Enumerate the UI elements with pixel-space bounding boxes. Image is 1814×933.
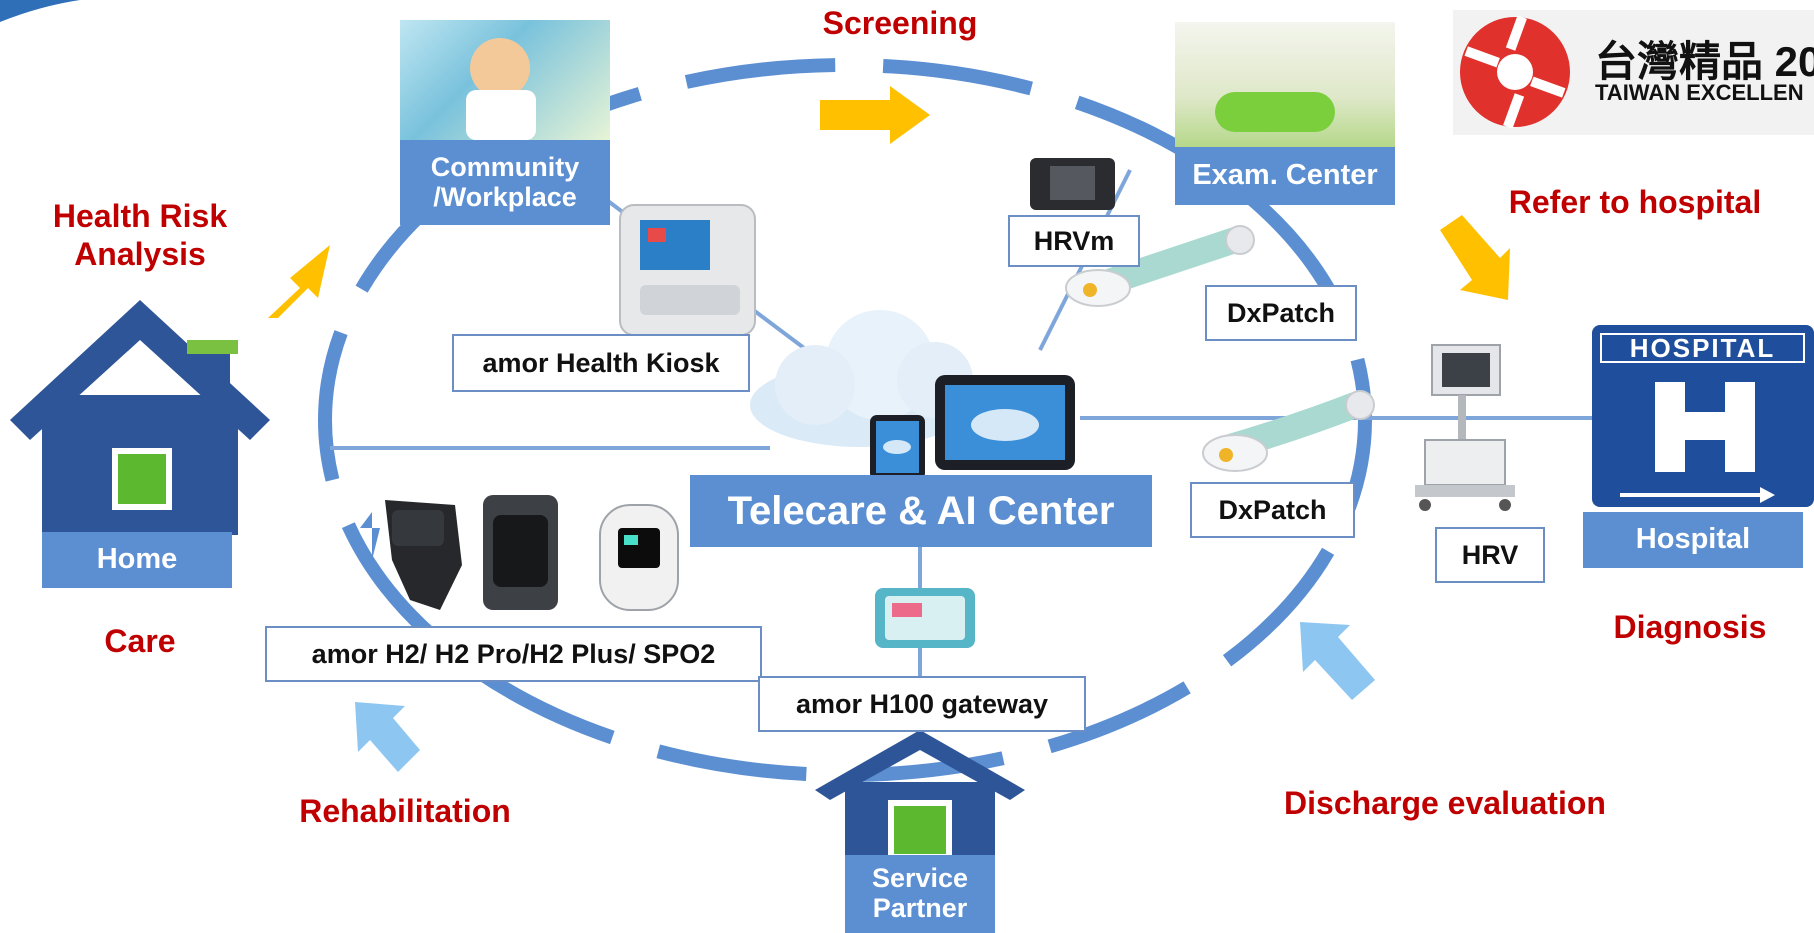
loop-arrowhead	[360, 512, 380, 560]
badge-english: TAIWAN EXCELLEN	[1595, 80, 1804, 105]
community-photo	[400, 20, 610, 140]
exam-center-node: Exam. Center	[1175, 147, 1395, 205]
gateway-device-icon	[875, 588, 975, 648]
telecare-center-node: Telecare & AI Center	[690, 475, 1152, 547]
dxpatch-top-icon	[1065, 225, 1255, 307]
hospital-sign-text: HOSPITAL	[1629, 333, 1776, 363]
home-house-icon	[10, 300, 270, 535]
cloud-devices-icon	[750, 310, 1075, 480]
rehabilitation-arrow	[355, 702, 420, 772]
kiosk-label: amor Health Kiosk	[452, 334, 750, 392]
gateway-label: amor H100 gateway	[758, 676, 1086, 732]
discharge-label: Discharge evaluation	[1284, 785, 1606, 821]
diagnosis-label: Diagnosis	[1613, 609, 1767, 645]
screening-arrow	[820, 86, 930, 144]
health-risk-arrow	[268, 245, 330, 318]
wearables-icon	[385, 495, 679, 611]
health-risk-label: Health Risk Analysis	[52, 198, 228, 272]
kiosk-device-icon	[619, 204, 756, 336]
exam-center-photo	[1175, 22, 1395, 147]
badge-chinese: 台灣精品 20	[1595, 38, 1814, 85]
home-node: Home	[42, 532, 232, 588]
dxpatch-mid-label: DxPatch	[1190, 482, 1355, 538]
hospital-sign-icon	[1592, 325, 1814, 507]
dxpatch-mid-icon	[1202, 390, 1375, 472]
hrv-label: HRV	[1435, 527, 1545, 583]
discharge-arrow	[1300, 622, 1375, 700]
care-label: Care	[104, 623, 176, 659]
hospital-node: Hospital	[1583, 512, 1803, 568]
refer-label: Refer to hospital	[1508, 184, 1762, 220]
taiwan-excellence-logo-icon	[1453, 10, 1814, 135]
wearables-label: amor H2/ H2 Pro/H2 Plus/ SPO2	[265, 626, 762, 682]
hrv-cart-icon	[1415, 344, 1515, 511]
dxpatch-top-label: DxPatch	[1205, 285, 1357, 341]
service-partner-node: Service Partner	[845, 855, 995, 933]
hrvm-device-icon	[1030, 158, 1115, 210]
corner-swoosh	[0, 0, 80, 22]
screening-label: Screening	[822, 5, 978, 41]
refer-arrow	[1440, 215, 1510, 300]
community-node: Community /Workplace	[400, 140, 610, 225]
hrvm-label: HRVm	[1008, 215, 1140, 267]
rehabilitation-label: Rehabilitation	[299, 793, 511, 829]
